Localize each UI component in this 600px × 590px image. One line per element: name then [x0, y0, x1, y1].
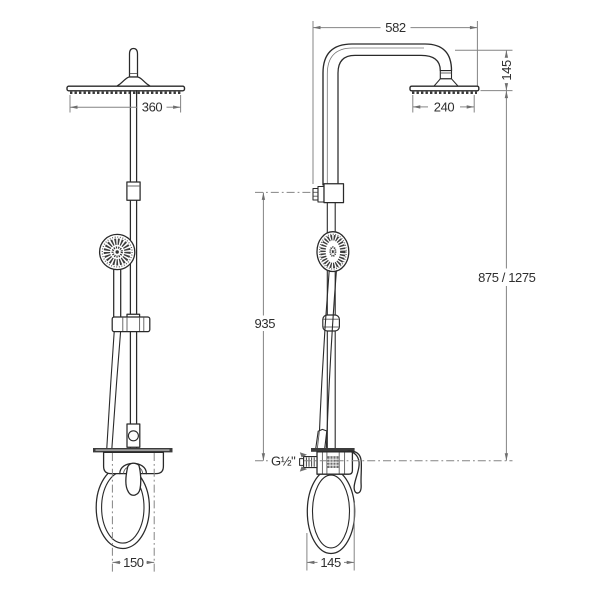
- shelf-front: [93, 448, 173, 453]
- dim-label-145-top: 145: [499, 60, 514, 81]
- dim-head-drop: 145: [455, 49, 514, 92]
- rain-shower-head-side: [409, 85, 480, 95]
- rain-shower-head-front: [66, 85, 186, 95]
- cartridge-valve: [327, 456, 339, 468]
- dim-arm-width: 582: [312, 20, 478, 184]
- dim-base-depth: 145: [306, 502, 355, 571]
- inlet-thread-label: G½": [271, 453, 296, 468]
- pipe-collar-front: [126, 181, 141, 201]
- shower-hose-front: [106, 331, 122, 449]
- hand-shower-front: [98, 233, 136, 319]
- dim-label-875-1275: 875 / 1275: [478, 270, 536, 285]
- wall-inlet-side: [299, 456, 318, 469]
- head-connector-side: [433, 70, 459, 87]
- mixer-body-side: [316, 451, 354, 475]
- front-view: [66, 47, 186, 550]
- dim-head-depth: 240: [412, 95, 475, 114]
- slider-bracket-front: [111, 313, 151, 333]
- dim-front-mounting-width: 150: [111, 453, 155, 572]
- ceiling-stub-front: [128, 47, 139, 78]
- diverter-front: [126, 423, 141, 448]
- head-connector-front: [115, 76, 152, 87]
- dim-front-head-width: 360: [69, 95, 182, 115]
- dim-bracket-height: 935: [255, 191, 313, 461]
- side-view: [299, 43, 480, 555]
- hose-loop-front: [95, 465, 151, 550]
- dim-label-935: 935: [255, 316, 276, 331]
- dimensions: 360 582 240: [69, 20, 536, 572]
- dim-label-240: 240: [434, 99, 455, 114]
- hand-shower-side: [316, 231, 350, 273]
- dim-label-582: 582: [385, 20, 406, 35]
- hose-loop-side: [306, 468, 356, 555]
- dim-label-145-bottom: 145: [320, 555, 341, 570]
- mixer-centerline: G½": [255, 452, 513, 472]
- mixer-lever-side: [347, 450, 363, 494]
- dim-label-150: 150: [123, 555, 144, 570]
- diverter-side: [315, 428, 328, 451]
- riser-pipe-front: [126, 90, 141, 449]
- shower-hose-side: [318, 269, 337, 449]
- dim-column-height: 875 / 1275: [478, 90, 536, 461]
- mixer-lever-front: [125, 462, 142, 496]
- shelf-side: [311, 448, 355, 452]
- shower-arm-side: [322, 43, 453, 186]
- dim-label-360: 360: [142, 100, 163, 115]
- wall-bracket-side: [312, 183, 345, 204]
